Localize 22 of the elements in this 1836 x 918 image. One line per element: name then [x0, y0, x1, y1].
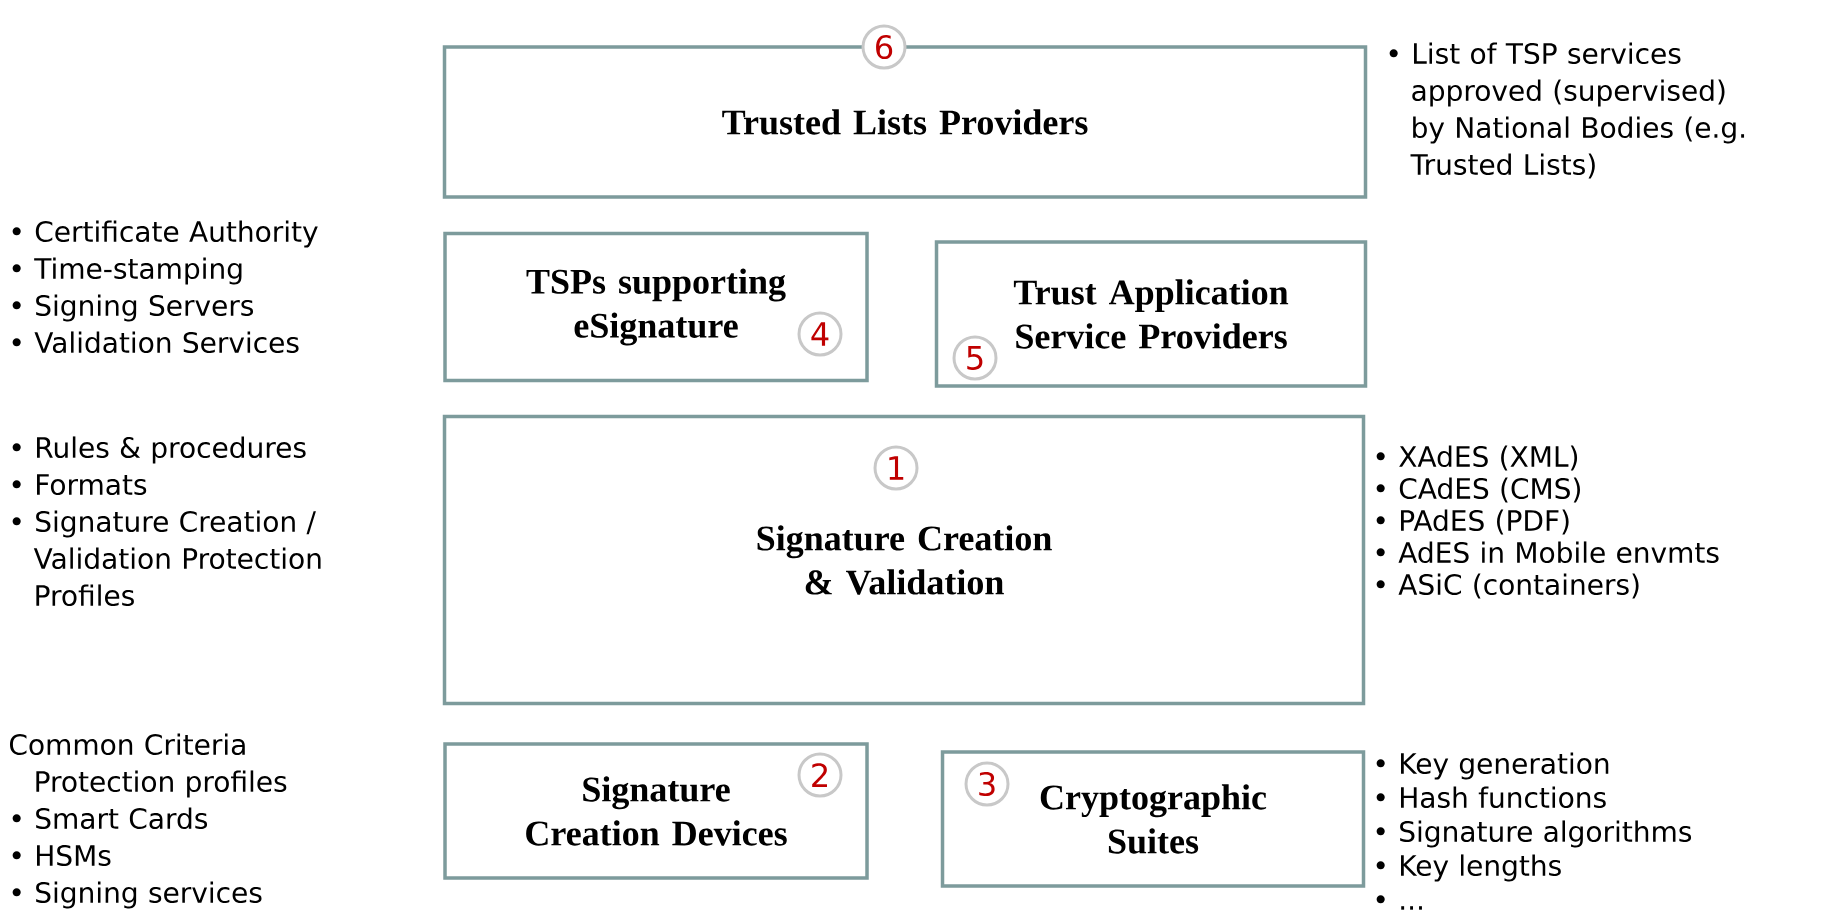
list-item: • HSMs: [12, 844, 111, 867]
list-item: • Certificate Authority: [12, 220, 318, 248]
list-item: • Validation Services: [12, 331, 299, 354]
list-item: • PAdES (PDF): [1376, 509, 1569, 535]
list-item: • Key lengths: [1376, 854, 1561, 882]
list-item: • CAdES (CMS): [1376, 477, 1580, 503]
list-item: • Signature algorithms: [1376, 820, 1692, 848]
list-item: • Smart Cards: [12, 807, 208, 830]
list-item: • Signing services: [12, 881, 262, 909]
list-item: • List of TSP services approved (supervised) by National Bodies (e.g. Trusted Lists): [1389, 42, 1745, 179]
list-item: • Time-stamping: [12, 257, 242, 285]
list-item: • Hash functions: [1376, 786, 1606, 809]
list-item: • XAdES (XML): [1376, 445, 1578, 471]
list-item: • AdES in Mobile envmts: [1376, 541, 1719, 564]
list-item: • Rules & procedures: [12, 436, 306, 464]
list-item: • Key generation: [1376, 752, 1609, 780]
list-item: • Signature Creation / Validation Protection Profiles: [12, 510, 321, 607]
list-item: Common Criteria Protection profiles: [10, 733, 287, 798]
list-item: • Signing Servers: [12, 294, 254, 322]
list-item: • ASiC (containers): [1376, 573, 1639, 599]
list-item: • ...: [1376, 895, 1422, 910]
list-item: • Formats: [12, 474, 147, 496]
